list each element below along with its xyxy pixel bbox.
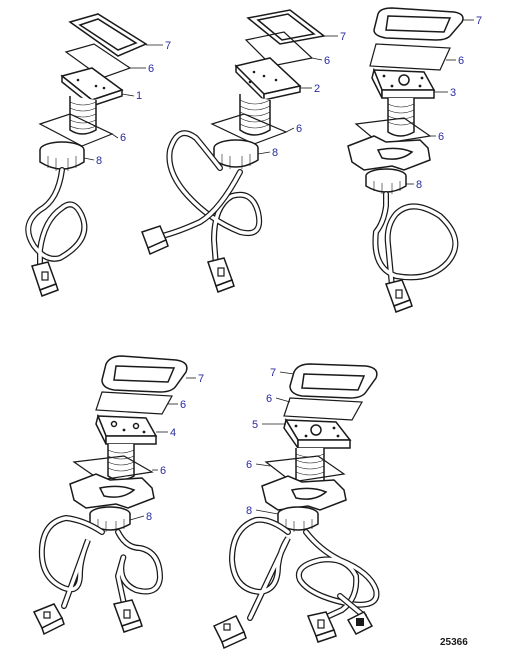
frame-7-a5 — [289, 363, 378, 399]
cable-a1 — [25, 167, 88, 271]
callout-6b-a5: 6 — [246, 459, 252, 471]
assembly-5: 7 6 5 6 8 — [212, 363, 380, 650]
callout-8-a5: 8 — [246, 505, 252, 517]
gasket-6-upper-a3 — [369, 43, 451, 71]
figure-reference-number: 25366 — [440, 637, 468, 648]
callout-7-a1: 7 — [165, 40, 171, 52]
assembly-2: 7 6 2 6 8 — [141, 9, 346, 293]
callout-5-a5: 5 — [252, 419, 258, 431]
connector-a4-left — [32, 603, 65, 636]
connector-a5-right — [346, 611, 374, 635]
panel-unit-a2 — [234, 57, 302, 136]
callout-7-a5: 7 — [270, 367, 276, 379]
cable-a4-left — [38, 514, 105, 609]
gasket-6-upper-a5 — [283, 397, 363, 421]
assembly-3: 7 6 3 6 8 — [347, 7, 482, 313]
callout-7-a4: 7 — [198, 373, 204, 385]
nut-8-a2 — [213, 139, 259, 169]
panel-unit-a4 — [95, 413, 158, 481]
gasket-6-lower-a5 — [264, 455, 346, 483]
assembly-1: 7 6 1 6 8 — [25, 13, 171, 297]
gasket-6-upper-a4 — [95, 391, 173, 415]
callout-1-a1: 1 — [136, 90, 142, 102]
frame-7-a4 — [101, 355, 188, 393]
mounting-plate-a5 — [261, 475, 347, 511]
callout-7-a3: 7 — [476, 15, 482, 27]
assembly-4: 7 6 4 6 8 — [32, 355, 204, 636]
connector-a2-left — [141, 225, 169, 256]
connector-a5-left — [212, 615, 247, 650]
connector-a4-right — [113, 599, 143, 633]
callout-6b-a1: 6 — [120, 132, 126, 144]
nut-8-a1 — [39, 141, 85, 171]
callout-6b-a3: 6 — [438, 131, 444, 143]
callout-6a-a1: 6 — [148, 63, 154, 75]
nut-8-a3 — [365, 168, 407, 194]
callout-6b-a4: 6 — [160, 465, 166, 477]
frame-7-a3 — [373, 7, 464, 41]
callout-6a-a2: 6 — [324, 55, 330, 67]
callout-7-a2: 7 — [340, 31, 346, 43]
callout-8-a2: 8 — [272, 147, 278, 159]
panel-unit-a3 — [371, 67, 436, 137]
connector-a1 — [31, 261, 59, 297]
panel-unit-a1 — [60, 67, 124, 135]
callout-3-a3: 3 — [450, 87, 456, 99]
callout-8-a4: 8 — [146, 511, 152, 523]
callout-6a-a3: 6 — [458, 55, 464, 67]
frame-7-a1 — [68, 13, 148, 57]
callout-6b-a2: 6 — [296, 123, 302, 135]
callout-6a-a5: 6 — [266, 393, 272, 405]
connector-a3 — [385, 279, 413, 313]
callout-4-a4: 4 — [170, 427, 176, 439]
connector-a2-bottom — [207, 257, 235, 293]
callout-8-a1: 8 — [96, 155, 102, 167]
connector-a5-middle — [306, 611, 337, 643]
frame-7-a2 — [246, 9, 326, 45]
gasket-6-lower-a4 — [72, 455, 154, 481]
mounting-plate-a4 — [69, 473, 155, 509]
mounting-plate-a3 — [347, 135, 431, 171]
callout-6a-a4: 6 — [180, 399, 186, 411]
panel-unit-a5 — [283, 418, 352, 487]
callout-2-a2: 2 — [314, 83, 320, 95]
callout-8-a3: 8 — [416, 179, 422, 191]
